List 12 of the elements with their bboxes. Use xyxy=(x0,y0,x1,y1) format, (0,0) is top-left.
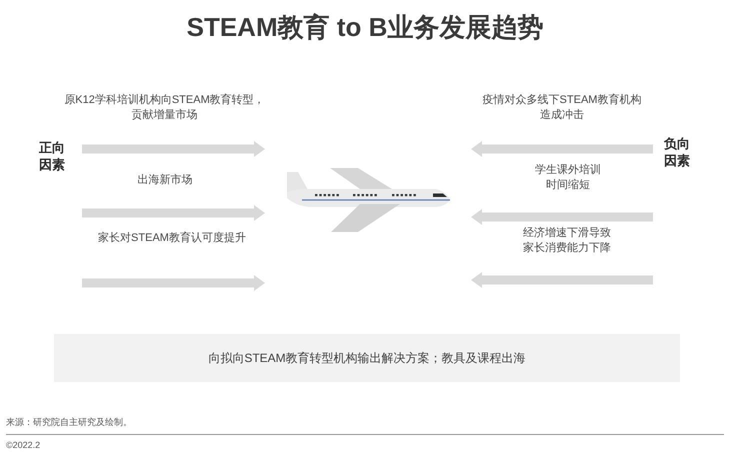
factor-text: 经济增速下滑导致家长消费能力下降 xyxy=(522,226,612,256)
group-heading: 负向因素 xyxy=(664,135,691,169)
title: STEAM教育 to B业务发展趋势 xyxy=(186,11,544,44)
factor-text: 原K12学科培训机构向STEAM教育转型，贡献增量市场 xyxy=(63,93,266,123)
group-heading: 正向因素 xyxy=(39,139,66,173)
factor-text: 学生课外培训时间缩短 xyxy=(534,163,602,193)
factor-text: 出海新市场 xyxy=(136,173,194,188)
factor-text: 疫情对众多线下STEAM教育机构造成冲击 xyxy=(482,93,642,123)
source-note: 来源：研究院自主研究及绘制。 xyxy=(6,416,133,428)
copyright-text: ©2022.2 xyxy=(6,439,42,451)
summary-text: 向拟向STEAM教育转型机构输出解决方案；教具及课程出海 xyxy=(208,350,526,366)
factor-text: 家长对STEAM教育认可度提升 xyxy=(97,231,247,246)
